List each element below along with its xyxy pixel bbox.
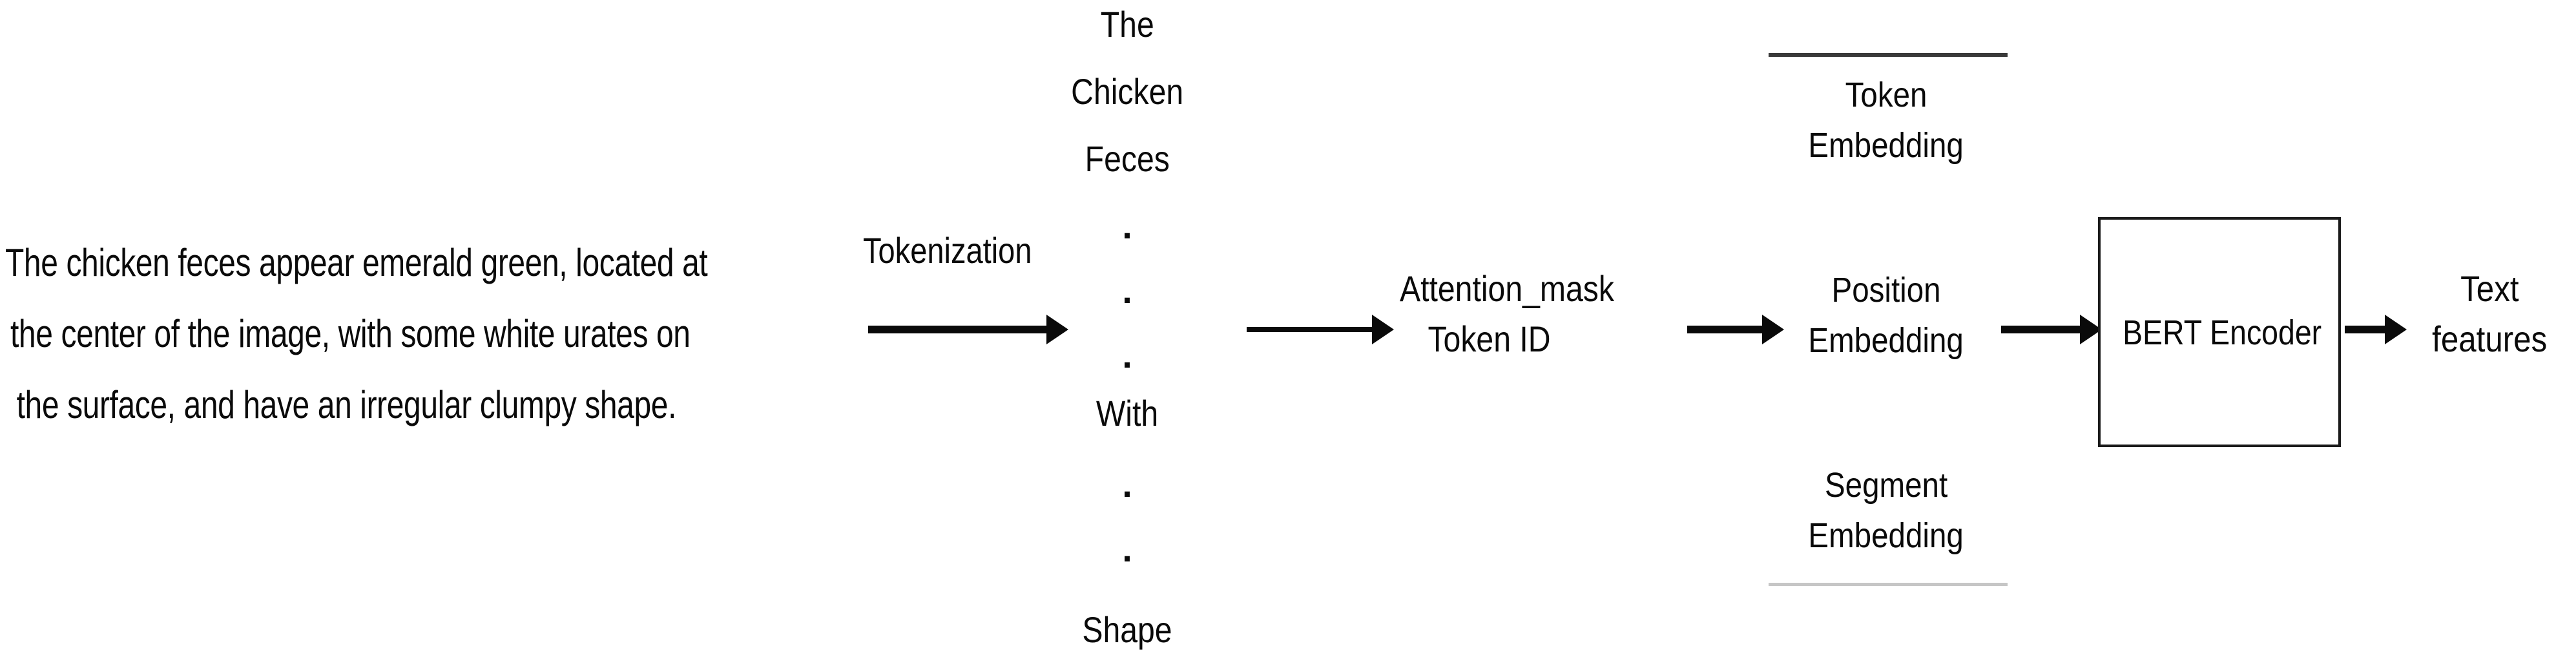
arrow-head: [2385, 315, 2407, 344]
embedding-group-line1: Position: [1831, 271, 1941, 309]
embedding-group-line2: Embedding: [1808, 321, 1964, 360]
arrow-shaft: [868, 326, 1048, 333]
arrow-shaft: [2345, 326, 2386, 333]
encoding-inputs-block: Attention_mask Token ID: [1382, 264, 1614, 364]
arrow-shaft: [1247, 327, 1373, 332]
arrow-to-bert-encoder: [2001, 315, 2102, 344]
ellipsis-dot: .: [1122, 270, 1132, 311]
token-label: With: [1096, 393, 1159, 434]
text-features-line2: features: [2431, 319, 2548, 359]
embedding-group-line1: Segment: [1824, 466, 1948, 505]
caption-line-3: the surface, and have an irregular clump…: [16, 383, 677, 426]
tokenization-label: Tokenization: [863, 230, 1032, 271]
list-item: Feces: [1021, 140, 1234, 178]
arrow-head: [1046, 315, 1068, 344]
token-id-label: Token ID: [1427, 319, 1551, 359]
list-item: With: [1021, 394, 1234, 433]
list-item: Shape: [1021, 611, 1234, 649]
ellipsis-dot: .: [1122, 464, 1132, 505]
embedding-rule-top: [1769, 53, 2008, 57]
text-features-output: Text features: [2403, 264, 2576, 364]
ellipsis-dot: .: [1122, 335, 1132, 375]
arrow-shaft: [2001, 326, 2081, 333]
token-label: Feces: [1085, 138, 1170, 179]
arrow-head: [1372, 315, 1394, 344]
caption-line-2: the center of the image, with some white…: [10, 312, 691, 355]
embedding-group-line2: Embedding: [1808, 516, 1964, 555]
bert-encoder-box[interactable]: BERT Encoder: [2098, 217, 2341, 447]
ellipsis-dot: .: [1122, 205, 1132, 246]
embedding-group-position: Position Embedding: [1757, 265, 2015, 366]
embedding-group-segment: Segment Embedding: [1757, 460, 2015, 561]
arrow-head: [1762, 315, 1784, 344]
arrow-to-text-features: [2345, 315, 2416, 344]
arrow-tokenization: [868, 315, 1068, 344]
token-label: The: [1100, 4, 1154, 45]
caption-line-1: The chicken feces appear emerald green, …: [5, 241, 708, 284]
embedding-group-token: Token Embedding: [1757, 70, 2015, 171]
embedding-group-line2: Embedding: [1808, 126, 1964, 165]
ellipsis-dot: .: [1122, 529, 1132, 569]
arrow-to-attention-mask: [1247, 315, 1395, 344]
source-caption-block: The chicken feces appear emerald green, …: [5, 227, 708, 441]
token-list-column: The Chicken Feces . . . With . . Shape: [1021, 0, 1234, 670]
arrow-to-embeddings: [1687, 315, 1784, 344]
attention-mask-label: Attention_mask: [1400, 268, 1614, 309]
arrow-shaft: [1687, 326, 1763, 333]
text-features-line1: Text: [2460, 268, 2519, 309]
embedding-column: Token Embedding Position Embedding Segme…: [1757, 0, 2015, 670]
list-item: The: [1021, 5, 1234, 44]
embedding-rule-bottom: [1769, 583, 2008, 586]
token-label: Chicken: [1070, 71, 1183, 112]
token-label: Shape: [1082, 609, 1172, 650]
embedding-group-line1: Token: [1845, 76, 1927, 114]
bert-encoder-label: BERT Encoder: [2122, 313, 2322, 352]
list-item: Chicken: [1021, 72, 1234, 111]
